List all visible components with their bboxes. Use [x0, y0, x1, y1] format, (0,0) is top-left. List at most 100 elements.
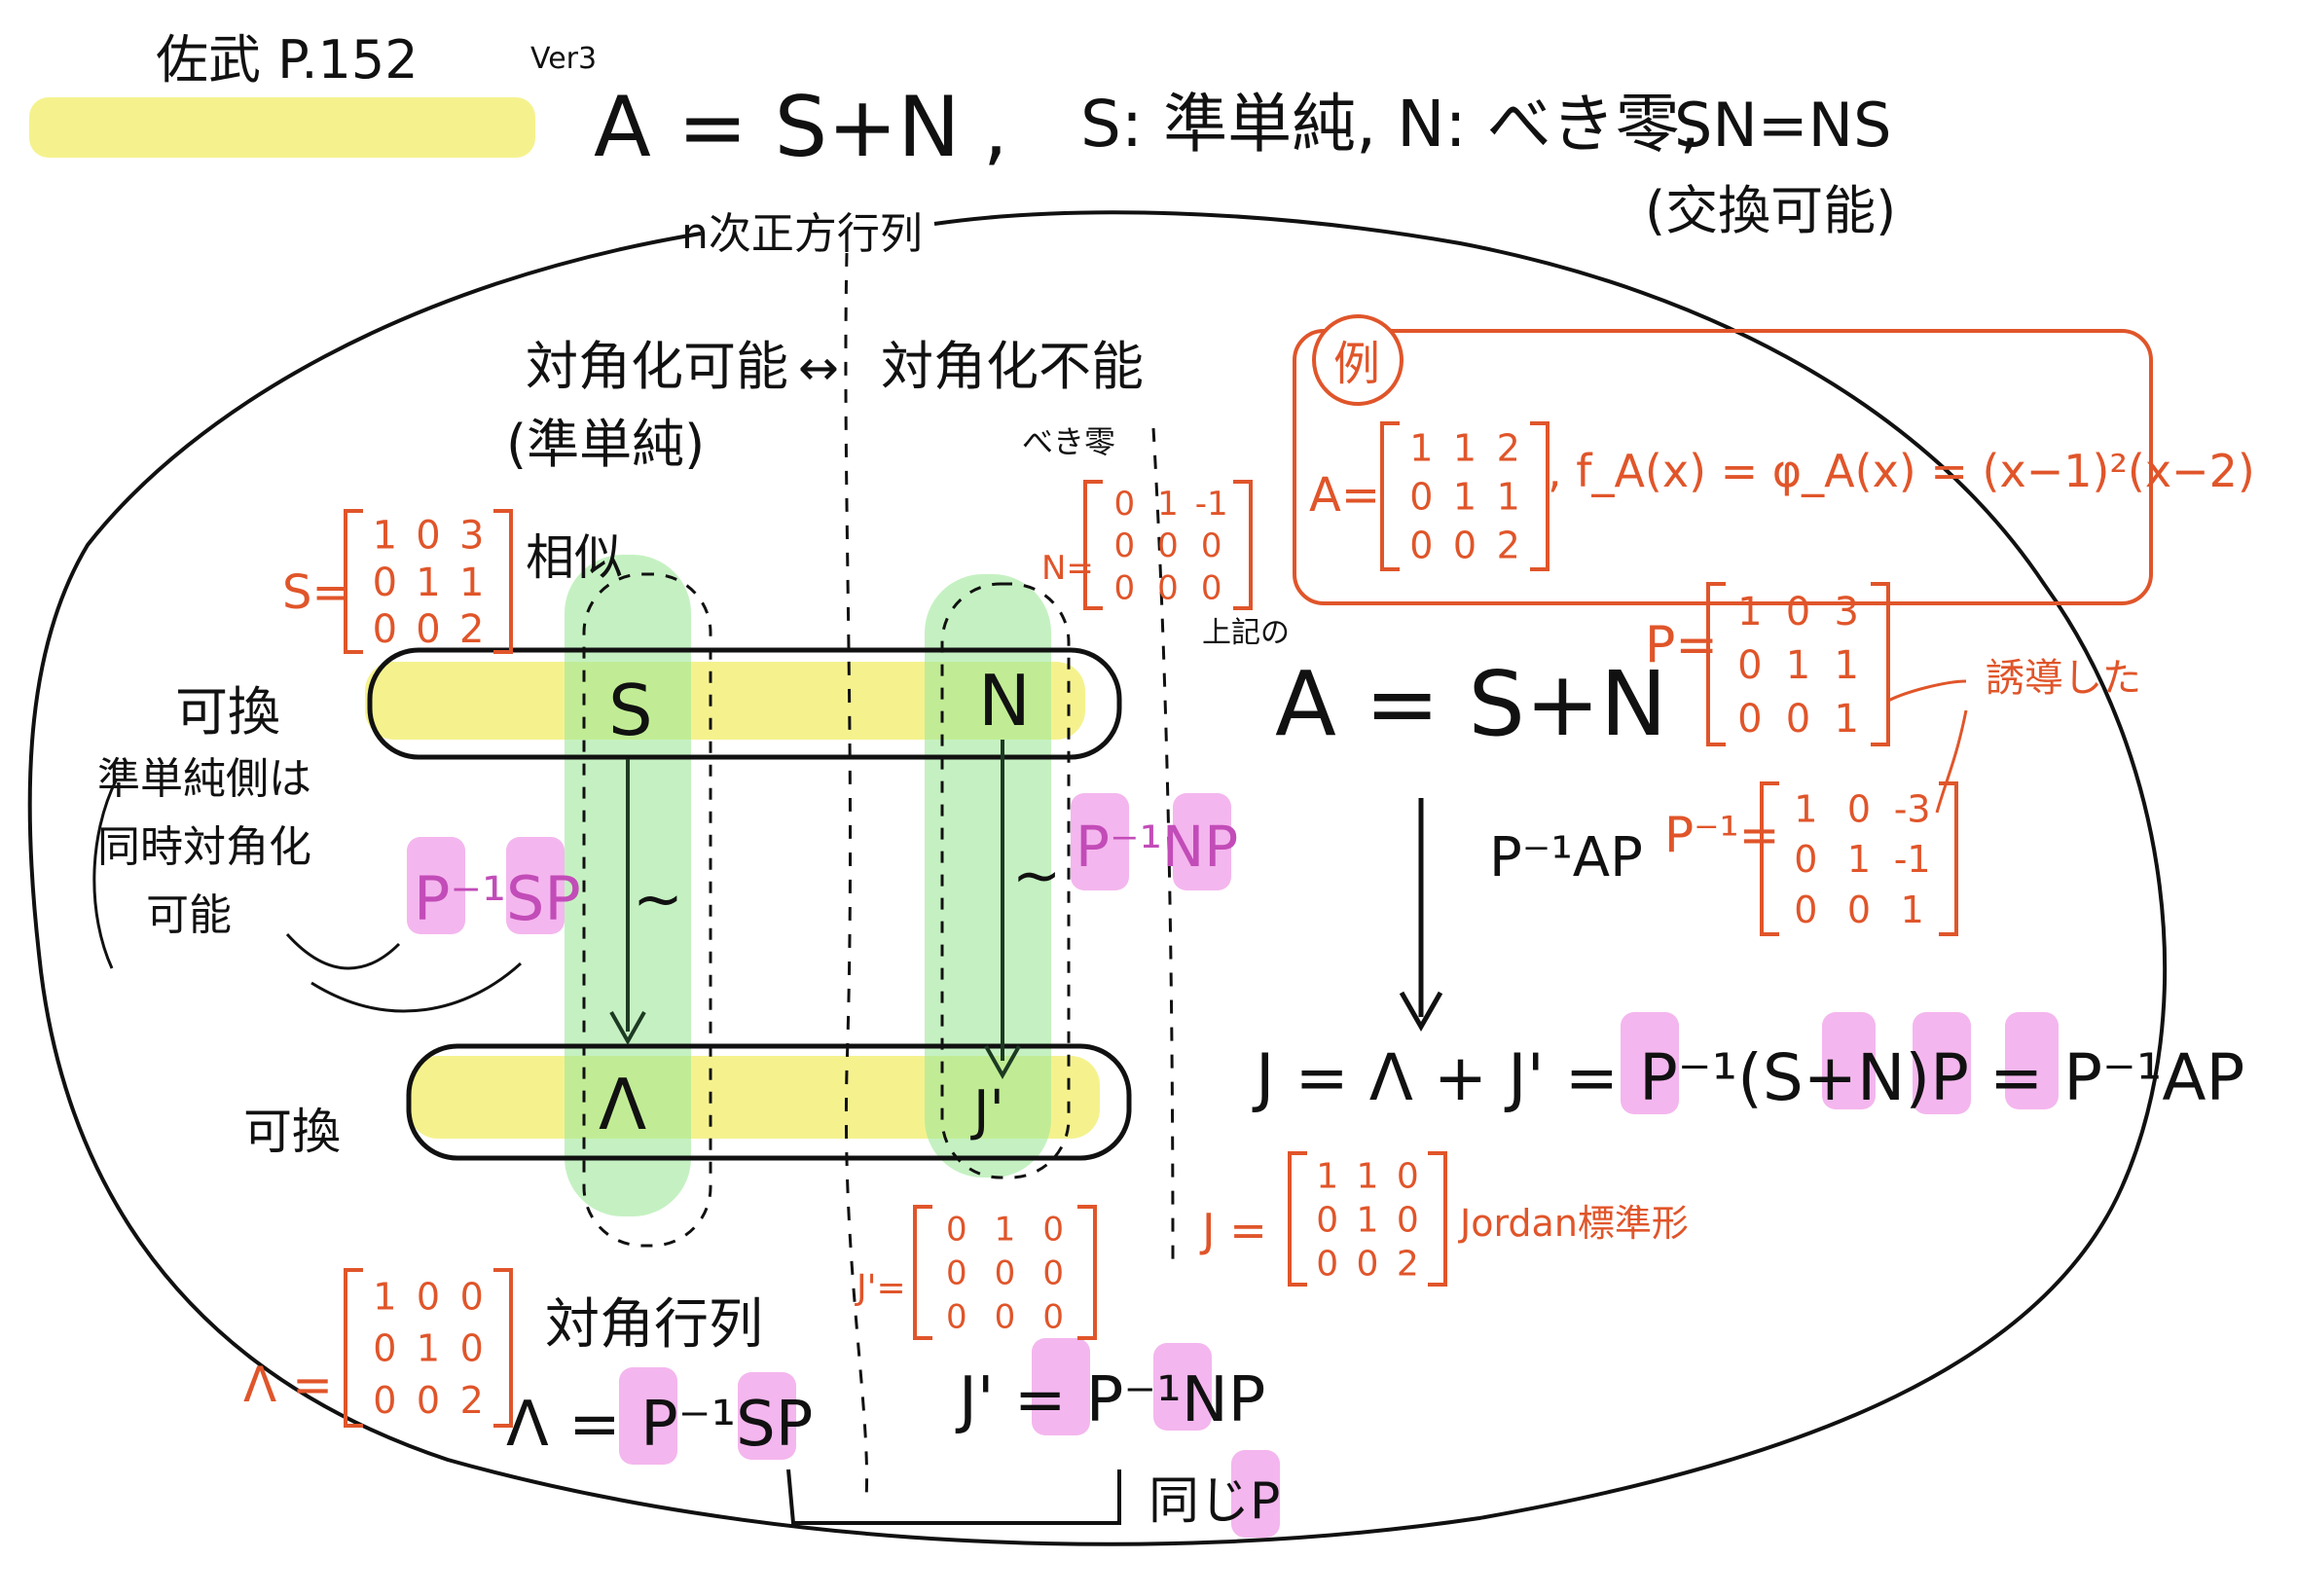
- pink-pinv-lambda: [619, 1367, 677, 1465]
- matrix-cell: 1: [1834, 697, 1858, 742]
- matrix-cell: 0: [1786, 697, 1810, 742]
- matrix-cell: 2: [1397, 1244, 1419, 1284]
- matrix-bracket-right: [1939, 781, 1958, 936]
- same-p-bracket: [786, 1469, 1121, 1525]
- matrix-cell: 1: [1453, 476, 1477, 519]
- arrow-a-to-j-head: [1399, 991, 1443, 1033]
- matrix-cell: -1: [1195, 485, 1228, 524]
- pink-eq-pinv2: [1913, 1012, 1971, 1114]
- note-line-3: 可能: [146, 890, 232, 940]
- matrix-bracket-right: [493, 1268, 513, 1428]
- matrix-bracket-right: [493, 509, 513, 654]
- commute-loop-top: [367, 647, 1122, 760]
- node-n: N: [978, 660, 1031, 742]
- matrix-cell: 1: [1737, 590, 1762, 635]
- matrix-cell: 1: [417, 1327, 440, 1370]
- matrix-cell: 2: [1497, 525, 1520, 567]
- source-label: 佐武 P.152: [156, 29, 419, 91]
- matrix-bracket-left: [1706, 582, 1726, 746]
- region-arrow: ↔: [798, 340, 839, 396]
- node-s: S: [608, 670, 653, 751]
- s-matrix-label: S=: [282, 565, 351, 620]
- matrix-cell: 1: [1357, 1200, 1379, 1240]
- matrix-cell: 1: [1357, 1156, 1379, 1196]
- column-right-dashed: [940, 582, 1071, 1179]
- matrix-bracket-left: [344, 509, 363, 654]
- matrix-bracket-left: [1083, 480, 1103, 610]
- matrix-cell: 1: [1157, 485, 1179, 524]
- lambda-matrix-label: Λ =: [243, 1357, 333, 1413]
- column-right-highlight: [925, 574, 1051, 1178]
- p-note: 誘導した: [1986, 656, 2141, 701]
- matrix-cell: 0: [1847, 889, 1871, 931]
- diag-label: 対角行列: [545, 1293, 763, 1357]
- matrix-cell: 0: [946, 1254, 967, 1293]
- column-left-dashed: [582, 572, 712, 1248]
- matrix-cell: 0: [1453, 525, 1477, 567]
- node-j-prime: J': [970, 1079, 1004, 1143]
- divider-center: [844, 252, 869, 1500]
- conj-s: P⁻¹SP: [414, 863, 581, 934]
- note-line-1: 準単純側は: [97, 754, 311, 804]
- example-a-label: A=: [1309, 468, 1380, 523]
- p-matrix-label: P=: [1645, 616, 1718, 674]
- matrix-cell: 0: [946, 1211, 967, 1250]
- matrix-cell: 0: [1397, 1156, 1419, 1196]
- matrix-cell: 0: [1316, 1244, 1338, 1284]
- matrix-cell: 1: [1497, 476, 1520, 519]
- jordan-label: Jordan標準形: [1458, 1202, 1689, 1245]
- region-left-sub: (準単純): [506, 414, 705, 475]
- matrix-cell: 0: [416, 514, 440, 559]
- matrix-bracket-right: [1077, 1205, 1097, 1340]
- matrix-bracket-left: [1380, 421, 1400, 571]
- pink-p-j: [1153, 1343, 1212, 1431]
- matrix-cell: 0: [1737, 643, 1762, 688]
- matrix-cell: -1: [1894, 838, 1931, 881]
- arrow-n-to-j-head: [984, 1045, 1021, 1080]
- pink-same-p: [1231, 1450, 1280, 1538]
- matrix-cell: 1: [373, 514, 397, 559]
- j-matrix-label: J =: [1199, 1204, 1267, 1256]
- matrix-cell: 0: [1114, 526, 1136, 565]
- matrix-cell: 0: [373, 561, 397, 605]
- arrow-s-to-lambda-head: [609, 1011, 646, 1046]
- matrix-cell: 0: [1042, 1298, 1064, 1337]
- commute-top-label: 可換: [175, 681, 280, 743]
- version-label: Ver3: [530, 42, 597, 76]
- matrix-bracket-left: [344, 1268, 363, 1428]
- commute-band-top: [365, 662, 1085, 740]
- matrix-cell: 1: [995, 1211, 1016, 1250]
- node-lambda: Λ: [599, 1064, 646, 1145]
- matrix-bracket-left: [1760, 781, 1779, 936]
- matrix-cell: 3: [459, 514, 484, 559]
- p-note-arrow-2: [1935, 709, 1968, 814]
- matrix-cell: 0: [1316, 1200, 1338, 1240]
- pink-pinv-pnp: [1071, 793, 1129, 890]
- matrix-region-outline: [27, 210, 2168, 1546]
- matrix-cell: 0: [1201, 569, 1222, 608]
- source-highlight: [29, 97, 535, 158]
- matrix-cell: 0: [417, 1275, 440, 1318]
- commute-bottom-label: 可換: [243, 1104, 341, 1160]
- lambda-eq: Λ = P⁻¹SP: [506, 1389, 813, 1461]
- matrix-cell: 0: [373, 607, 397, 652]
- matrix-bracket-left: [1288, 1151, 1307, 1287]
- matrix-cell: 0: [1397, 1200, 1419, 1240]
- matrix-bracket-right: [1428, 1151, 1447, 1287]
- matrix-cell: 0: [1847, 788, 1871, 831]
- region-right-label: 対角化不能: [881, 336, 1144, 397]
- matrix-cell: 0: [946, 1298, 967, 1337]
- pink-p-psp: [506, 837, 565, 934]
- formula-commute-note: (交換可能): [1645, 180, 1896, 241]
- matrix-bracket-left: [913, 1205, 932, 1340]
- tilde-left: ~: [633, 863, 683, 934]
- formula-sep: ,: [983, 84, 1007, 174]
- matrix-cell: 0: [460, 1275, 484, 1318]
- matrix-cell: 0: [1157, 526, 1179, 565]
- pink-pinv-j: [1032, 1338, 1090, 1435]
